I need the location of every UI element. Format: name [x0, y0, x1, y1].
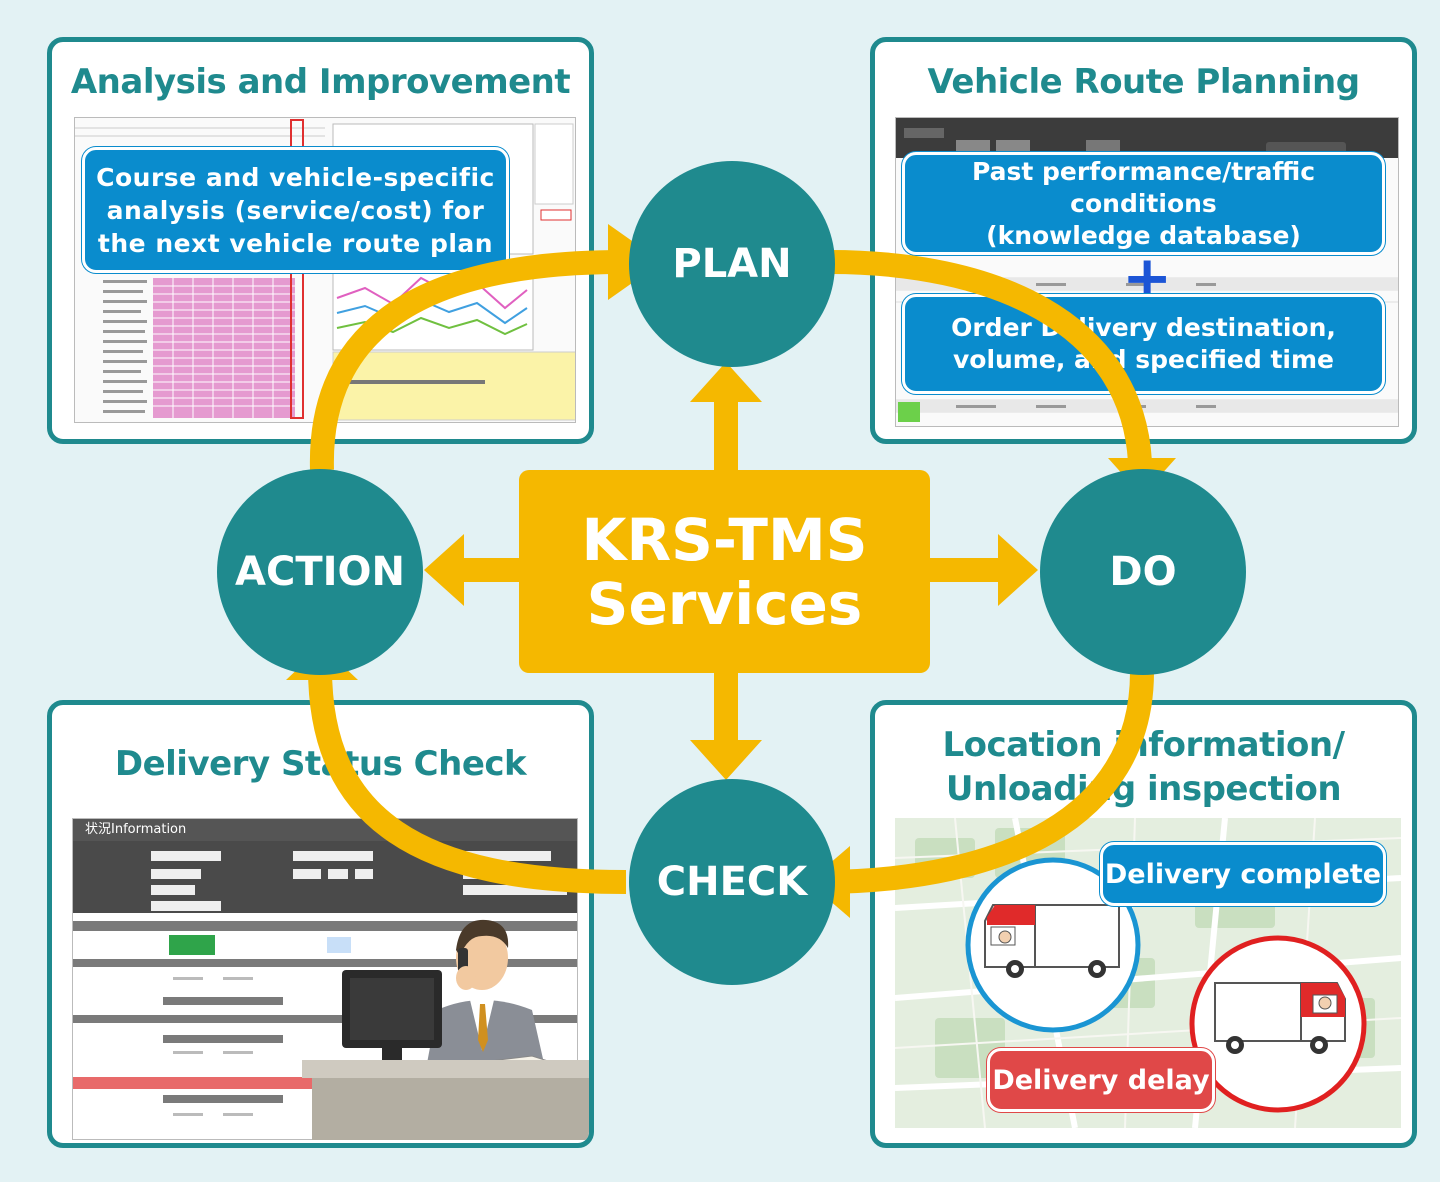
- krs-tms-services-box: KRS-TMS Services: [519, 470, 930, 673]
- delivery-complete-badge: Delivery complete: [1100, 842, 1386, 906]
- box-line: (knowledge database): [986, 220, 1301, 250]
- analysis-callout: Course and vehicle-specific analysis (se…: [82, 147, 509, 273]
- delivery-complete-truck-icon: [965, 857, 1141, 1033]
- panel-title: Vehicle Route Planning: [927, 62, 1360, 102]
- delivery-delay-truck-icon: [1189, 935, 1367, 1113]
- center-title-line1: KRS-TMS: [581, 505, 868, 574]
- center-arrows: [424, 362, 1038, 780]
- panel-title: Analysis and Improvement: [70, 62, 571, 102]
- panel-analysis-improvement: Analysis and Improvement: [47, 37, 594, 444]
- callout-line: Course and vehicle-specific: [96, 162, 495, 192]
- do-circle: DO: [1040, 469, 1246, 675]
- box-line: Past performance/traffic conditions: [971, 156, 1316, 218]
- knowledge-database-box: Past performance/traffic conditions (kno…: [902, 152, 1385, 255]
- callout-line: the next vehicle route plan: [97, 228, 494, 258]
- action-circle: ACTION: [217, 469, 423, 675]
- operator-at-desk-icon: [302, 919, 589, 1140]
- panel-delivery-status-check: Delivery Status Check 状況Information: [47, 700, 594, 1148]
- title-line: Unloading inspection: [945, 769, 1342, 809]
- callout-line: analysis (service/cost) for: [106, 195, 485, 225]
- box-line: Order Delivery destination,: [951, 313, 1336, 342]
- order-info-box: Order Delivery destination, volume, and …: [902, 294, 1385, 394]
- panel-vehicle-route-planning: Vehicle Route Planning: [870, 37, 1417, 444]
- panel-location-unloading: Location information/ Unloading inspecti…: [870, 700, 1417, 1148]
- window-title: 状況Information: [73, 819, 577, 841]
- delivery-delay-badge: Delivery delay: [987, 1048, 1215, 1112]
- center-title-line2: Services: [586, 569, 863, 638]
- box-line: volume, and specified time: [952, 345, 1335, 374]
- plan-circle: PLAN: [629, 161, 835, 367]
- check-circle: CHECK: [629, 779, 835, 985]
